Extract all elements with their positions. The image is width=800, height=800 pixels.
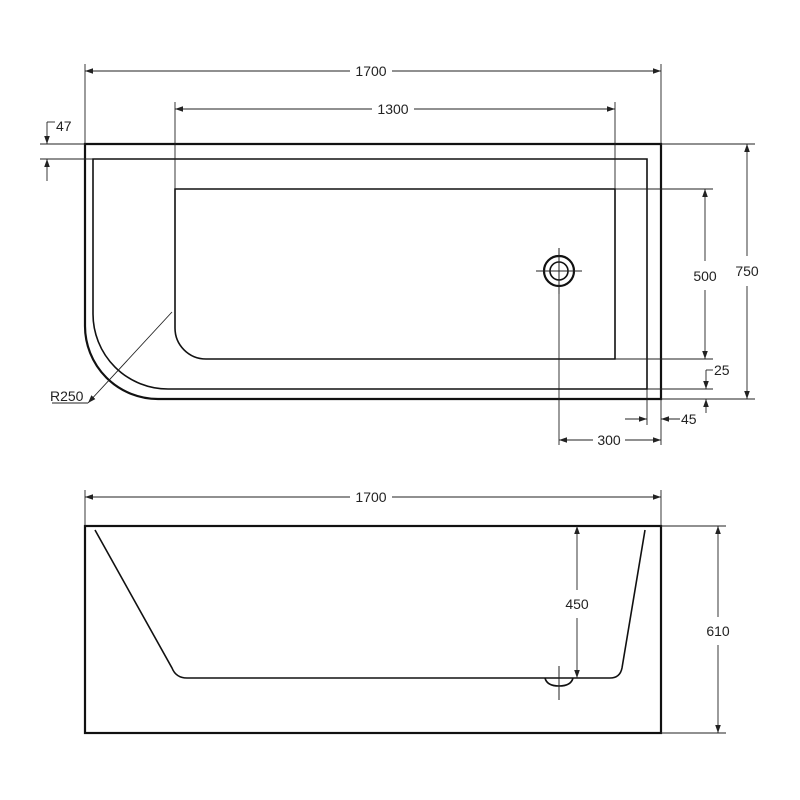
label-overall-length-front: 1700 <box>355 489 386 505</box>
drain-icon <box>536 248 582 445</box>
dimension-drain-offset: 300 <box>559 432 661 448</box>
label-overall-width: 750 <box>735 263 759 279</box>
label-drain-offset: 300 <box>597 432 621 448</box>
dimension-rim-offset: 47 <box>40 118 93 181</box>
top-view-rim-line <box>92 158 648 390</box>
dimension-basin-length: 1300 <box>174 101 616 189</box>
label-basin-length: 1300 <box>377 101 408 117</box>
label-bottom-rim-offset: 25 <box>714 362 730 378</box>
dimension-basin-width: 500 <box>615 188 717 360</box>
top-view-outer-outline <box>83 142 663 401</box>
label-corner-radius: R250 <box>50 388 84 404</box>
dimension-overall-length-top: 1700 <box>84 63 662 144</box>
front-view-basin-profile <box>94 529 646 679</box>
top-view-basin <box>174 188 616 360</box>
dimension-overall-height: 610 <box>661 525 730 734</box>
dimension-corner-radius: R250 <box>50 311 173 404</box>
dimension-right-rim-offset: 45 <box>625 389 697 445</box>
front-view: 1700 450 610 <box>83 489 730 735</box>
front-drain-icon <box>544 666 574 700</box>
dimension-bottom-rim-offset: 25 <box>647 362 730 413</box>
label-overall-height: 610 <box>706 623 730 639</box>
label-basin-depth: 450 <box>565 596 589 612</box>
top-view: 1700 1300 47 750 <box>40 63 759 448</box>
front-view-outline <box>83 524 663 735</box>
dimension-overall-length-front: 1700 <box>84 489 662 526</box>
label-right-rim-offset: 45 <box>681 411 697 427</box>
label-basin-width: 500 <box>693 268 717 284</box>
dimension-basin-depth: 450 <box>565 526 589 678</box>
label-overall-length-top: 1700 <box>355 63 386 79</box>
label-rim-offset: 47 <box>56 118 72 134</box>
